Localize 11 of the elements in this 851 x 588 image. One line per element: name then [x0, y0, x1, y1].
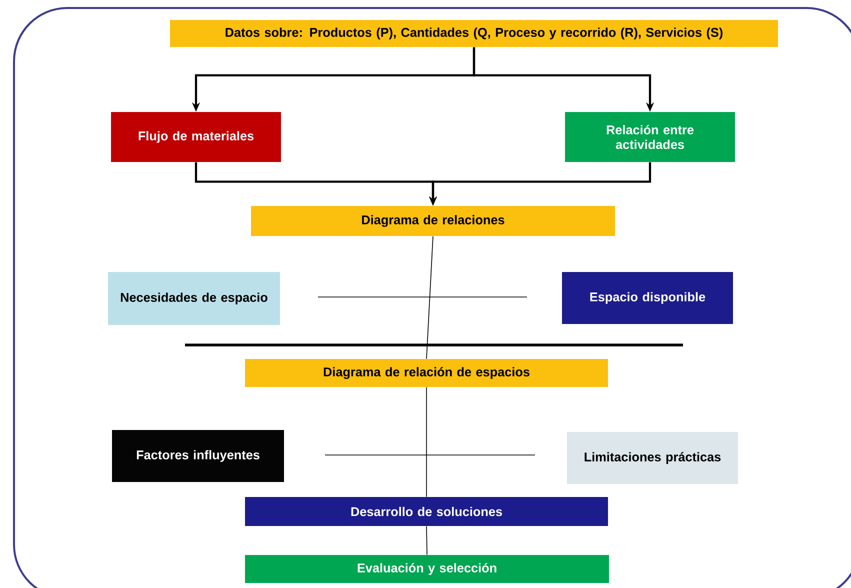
process-box: Relación entre actividades [565, 112, 735, 162]
process-box: Flujo de materiales [111, 112, 281, 162]
input-box: Limitaciones prácticas [567, 432, 738, 484]
input-box: Factores influyentes [112, 430, 284, 482]
process-bar: Diagrama de relación de espacios [245, 359, 608, 387]
input-box: Necesidades de espacio [108, 272, 280, 325]
process-bar: Evaluación y selección [245, 555, 609, 583]
process-bar: Diagrama de relaciones [251, 206, 615, 236]
input-box: Espacio disponible [562, 272, 733, 324]
data-bar: Datos sobre: Productos (P), Cantidades (Q, Proceso y recorrido (R), Servicios (S) [170, 20, 778, 47]
process-bar: Desarrollo de soluciones [245, 497, 608, 526]
